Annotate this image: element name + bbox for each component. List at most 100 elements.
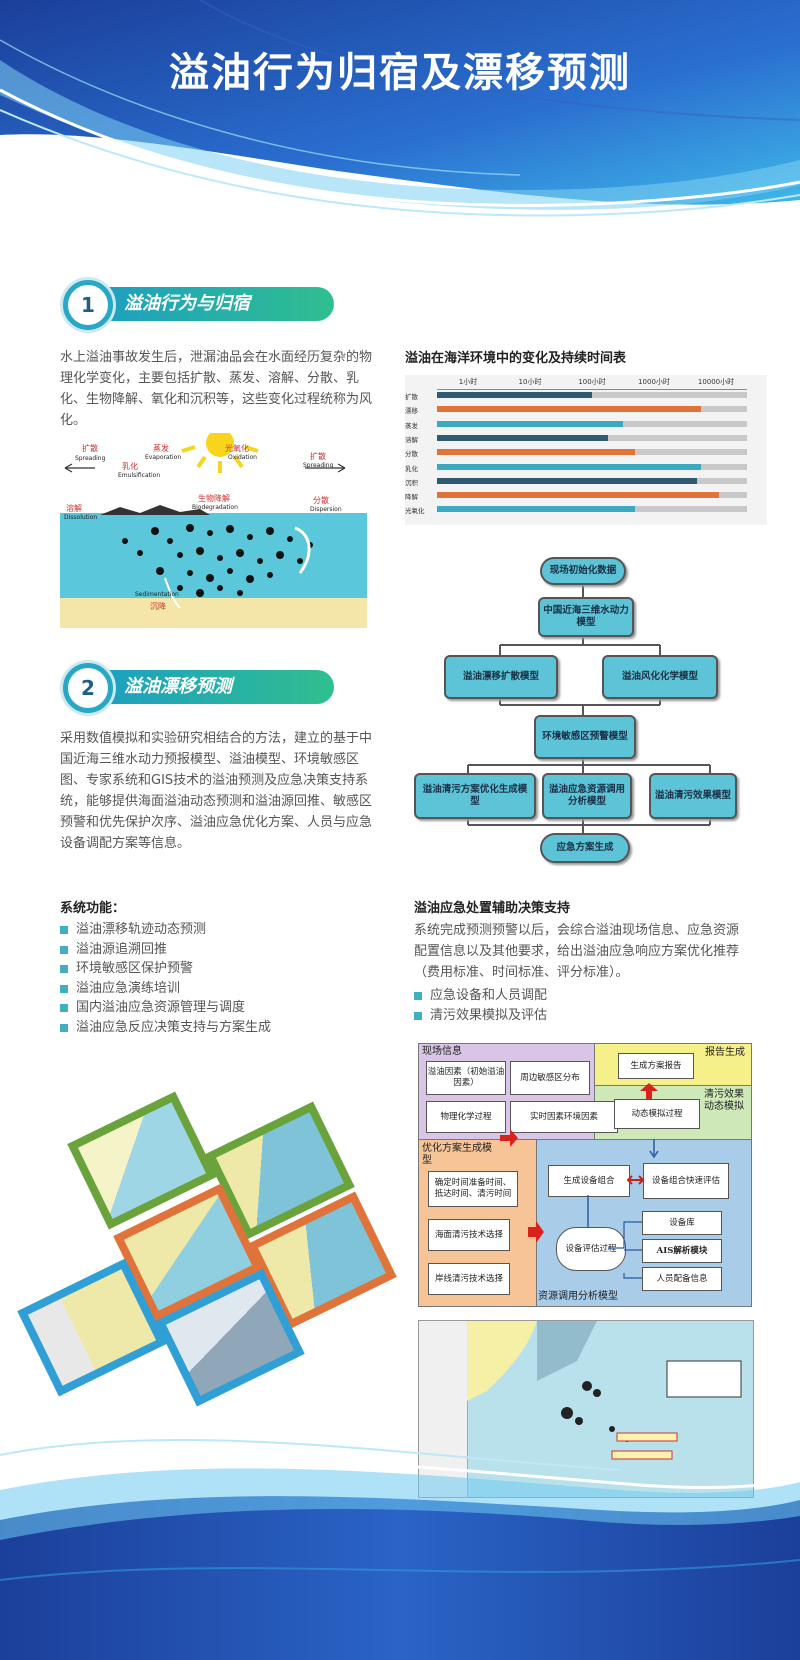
timeline-row-bar bbox=[437, 506, 636, 513]
label-oxidation-cn: 光氧化 bbox=[225, 444, 249, 453]
label-evaporation-en: Evaporation bbox=[145, 454, 182, 461]
flow-effect: 溢油清污效果模型 bbox=[649, 773, 737, 819]
flowchart-connectors bbox=[467, 583, 711, 833]
dss-fast-eval: 设备组合快速评估 bbox=[643, 1163, 729, 1199]
label-spreading-left-cn: 扩散 bbox=[82, 444, 98, 453]
timeline-row-label: 乳化 bbox=[405, 464, 418, 473]
decision-list: 应急设备和人员调配 清污效果模拟及评估 bbox=[414, 986, 744, 1025]
decision-title: 溢油应急处置辅助决策支持 bbox=[414, 901, 571, 916]
timeline-row-label: 漂移 bbox=[405, 407, 418, 416]
function-item: 溢油漂移轨迹动态预测 bbox=[60, 920, 360, 940]
label-emulsification-en: Emulsification bbox=[118, 472, 161, 479]
flow-resource: 溢油应急资源调用分析模型 bbox=[542, 773, 632, 819]
decision-item: 清污效果模拟及评估 bbox=[414, 1006, 744, 1026]
label-dispersion-cn: 分散 bbox=[313, 496, 329, 505]
dss-gen-report: 生成方案报告 bbox=[618, 1053, 694, 1079]
label-dissolution-cn: 溶解 bbox=[66, 504, 82, 513]
timeline-row-bar bbox=[437, 406, 701, 413]
label-dispersion-en: Dispersion bbox=[310, 506, 342, 513]
label-sedimentation-cn: 沉降 bbox=[150, 602, 166, 611]
dss-resource-title: 资源调用分析模型 bbox=[538, 1291, 618, 1302]
timeline-row-track bbox=[437, 406, 747, 413]
timeline-row-track bbox=[437, 506, 747, 513]
weathering-diagram: 扩散 Spreading 蒸发 Evaporation 光氧化 Oxidatio… bbox=[60, 433, 367, 628]
dss-ais: AIS解析模块 bbox=[642, 1239, 722, 1263]
timeline-row-bar bbox=[437, 492, 720, 499]
label-biodegradation-en: Biodegradation bbox=[192, 504, 238, 511]
label-evaporation-cn: 蒸发 bbox=[153, 444, 169, 453]
dss-report-title: 报告生成 bbox=[705, 1047, 745, 1058]
section-1-number: 1 bbox=[63, 280, 113, 330]
timeline-row-label: 扩散 bbox=[405, 393, 418, 401]
label-sedimentation-en: Sedimentation bbox=[135, 591, 179, 598]
dss-field-title: 现场信息 bbox=[422, 1046, 462, 1057]
flow-plan: 应急方案生成 bbox=[540, 833, 630, 863]
dss-opt-title: 优化方案生成模型 bbox=[422, 1143, 492, 1166]
timeline-row-track bbox=[437, 420, 747, 427]
function-item: 溢油源追溯回推 bbox=[60, 940, 360, 960]
timeline-row-bar bbox=[437, 477, 698, 484]
timeline-header: 10小时 bbox=[518, 378, 542, 386]
model-flowchart: 现场初始化数据 中国近海三维水动力模型 溢油漂移扩散模型 溢油风化化学模型 环境… bbox=[414, 555, 740, 865]
timeline-row-label: 降解 bbox=[405, 493, 418, 502]
dss-oil-factors: 溢油因素（初始溢油因素） bbox=[426, 1061, 506, 1095]
timeline-row-label: 沉积 bbox=[405, 478, 418, 487]
functions-title: 系统功能： bbox=[60, 901, 126, 916]
flow-hydro: 中国近海三维水动力模型 bbox=[538, 597, 634, 637]
functions-list: 溢油漂移轨迹动态预测 溢油源追溯回推 环境敏感区保护预警 溢油应急演练培训 国内… bbox=[60, 920, 360, 1037]
label-spreading-left-en: Spreading bbox=[75, 455, 106, 462]
function-item: 溢油应急反应决策支持与方案生成 bbox=[60, 1018, 360, 1038]
timeline-row-label: 分散 bbox=[405, 450, 418, 459]
section-2-text: 采用数值模拟和实验研究相结合的方法，建立的基于中国近海三维水动力预报模型、溢油模… bbox=[60, 731, 373, 851]
flow-sensitive: 环境敏感区预警模型 bbox=[534, 715, 636, 759]
section-1-text: 水上溢油事故发生后，泄漏油品会在水面经历复杂的物理化学变化，主要包括扩散、蒸发、… bbox=[60, 350, 373, 428]
timeline-row-track bbox=[437, 492, 747, 499]
map-canvas bbox=[467, 1321, 742, 1460]
timeline-row-bar bbox=[437, 463, 701, 470]
timeline-row-label: 蒸发 bbox=[405, 421, 418, 430]
header-wave-background bbox=[0, 0, 800, 217]
timeline-row-bar bbox=[437, 392, 592, 398]
timeline-header: 10000小时 bbox=[697, 378, 735, 386]
dss-diagram: 现场信息 溢油因素（初始溢油因素） 周边敏感区分布 物理化学过程 实时因素环境因… bbox=[418, 1043, 752, 1307]
timeline-row-track bbox=[437, 392, 747, 398]
flow-weathering: 溢油风化化学模型 bbox=[602, 655, 718, 699]
dss-equip-lib: 设备库 bbox=[642, 1211, 722, 1235]
screenshot-collage bbox=[17, 1091, 397, 1407]
footer-wave-background bbox=[0, 1438, 800, 1660]
timeline-header: 1小时 bbox=[458, 378, 478, 386]
decision-item: 应急设备和人员调配 bbox=[414, 986, 744, 1006]
timeline-header: 1000小时 bbox=[638, 378, 670, 386]
label-spreading-right-en: Spreading bbox=[303, 462, 334, 469]
label-dissolution-en: Dissolution bbox=[64, 514, 98, 521]
dss-personnel: 人员配备信息 bbox=[642, 1267, 722, 1291]
decision-text: 系统完成预测预警以后，会综合溢油现场信息、应急资源配置信息以及其他要求，给出溢油… bbox=[414, 923, 740, 980]
timeline-row-bar bbox=[437, 420, 623, 427]
timeline-row-bar bbox=[437, 434, 608, 441]
dss-cleanup-title: 清污效果动态模拟 bbox=[704, 1089, 744, 1112]
dss-gen-combo: 生成设备组合 bbox=[548, 1165, 630, 1197]
dss-shore-tech: 岸线清污技术选择 bbox=[428, 1263, 510, 1295]
flow-drift: 溢油漂移扩散模型 bbox=[444, 655, 558, 699]
timeline-row-track bbox=[437, 449, 747, 456]
section-1-title: 溢油行为与归宿 bbox=[124, 293, 250, 314]
page-title: 溢油行为归宿及漂移预测 bbox=[169, 50, 631, 96]
weathering-diagram-art bbox=[60, 433, 367, 628]
timeline-row-track bbox=[437, 477, 747, 484]
dss-determine-time: 确定时间准备时间、抵达时间、清污时间 bbox=[428, 1171, 518, 1207]
dss-arrows bbox=[500, 1083, 659, 1279]
function-item: 国内溢油应急资源管理与调度 bbox=[60, 998, 360, 1018]
section-2-number: 2 bbox=[63, 663, 113, 713]
label-spreading-right-cn: 扩散 bbox=[310, 452, 326, 461]
dss-nearby: 周边敏感区分布 bbox=[510, 1061, 590, 1095]
dss-sea-tech: 海面清污技术选择 bbox=[428, 1219, 510, 1251]
function-item: 溢油应急演练培训 bbox=[60, 979, 360, 999]
timeline-rows: 扩散漂移蒸发溶解分散乳化沉积降解光氧化 bbox=[405, 391, 767, 523]
label-biodegradation-cn: 生物降解 bbox=[198, 494, 230, 503]
flow-init: 现场初始化数据 bbox=[540, 557, 626, 585]
timeline-row-label: 光氧化 bbox=[405, 507, 425, 516]
section-2-title: 溢油漂移预测 bbox=[124, 676, 232, 697]
timeline-row-track bbox=[437, 463, 747, 470]
label-oxidation-en: Oxidation bbox=[228, 454, 257, 461]
